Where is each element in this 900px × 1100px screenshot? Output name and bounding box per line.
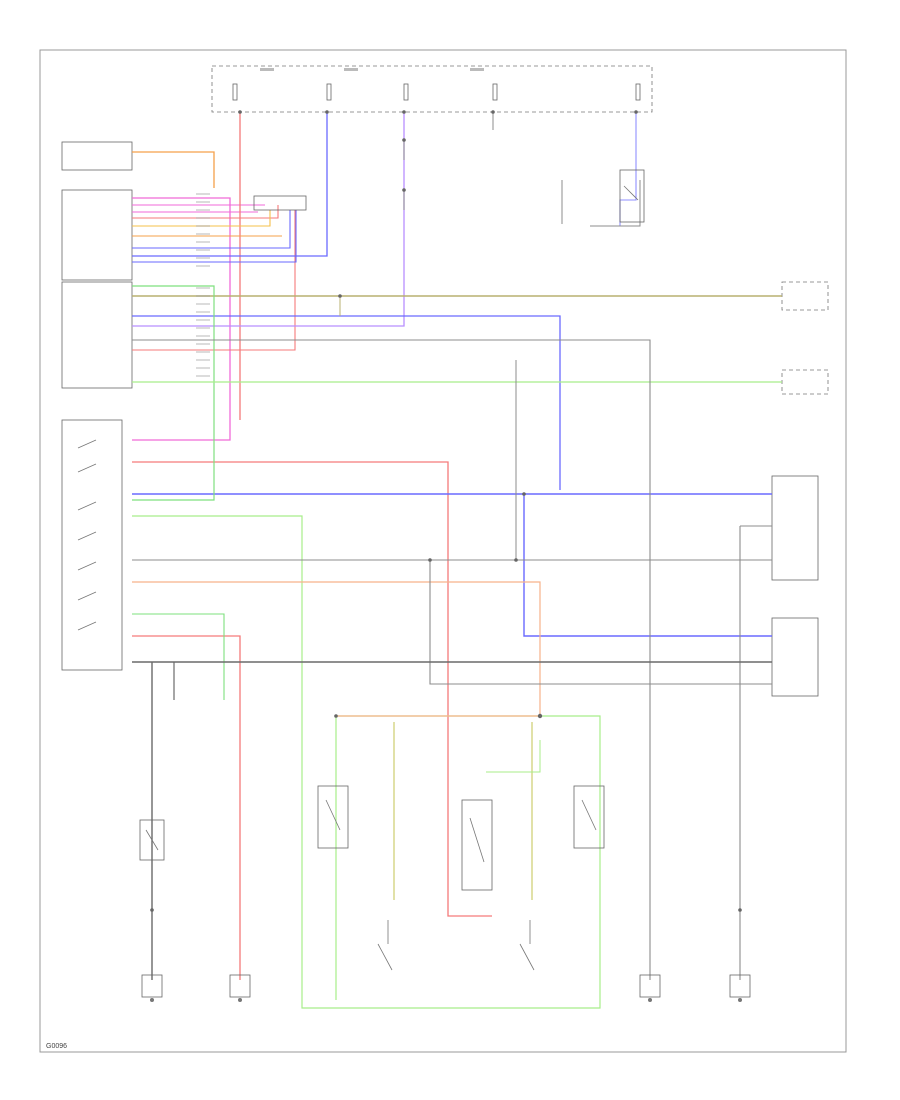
wire-gray-2	[132, 339, 651, 980]
fuse-1	[232, 83, 238, 101]
wire-gray-3	[429, 560, 772, 685]
connector-block-b	[61, 189, 133, 281]
wire-red-lock	[132, 461, 492, 917]
wire-red-mid	[132, 205, 279, 219]
wire-orange	[132, 151, 215, 188]
figure-label: G0096	[46, 1043, 67, 1050]
pin-ticks	[196, 193, 210, 377]
switch-bottom-1	[141, 974, 163, 1002]
wire-blue-3	[132, 210, 297, 263]
fuse-2	[326, 83, 332, 101]
door-switch-1	[377, 920, 393, 971]
wire-blue-lower	[523, 494, 772, 637]
splice-points	[150, 110, 742, 912]
wire-pink-mid	[132, 210, 296, 351]
wire-blue-top	[132, 112, 328, 257]
diagram-border	[39, 49, 847, 1053]
door-switch-2	[519, 920, 535, 971]
door-lock-actuator-3	[573, 785, 605, 849]
wire-blue-long	[132, 315, 561, 490]
relay-switch-right	[619, 169, 645, 223]
right-connector-mid	[781, 369, 829, 395]
door-lock-actuator-2	[461, 799, 493, 891]
module-switch-block	[61, 419, 123, 671]
door-ajar-switch-left	[139, 819, 165, 861]
wire-green-3	[132, 613, 225, 700]
wire-gray-relay	[561, 180, 641, 227]
wire-green-1	[132, 285, 215, 501]
wire-gray-5	[739, 525, 772, 980]
wire-red-pink-lower	[132, 635, 241, 980]
fuse-4	[492, 83, 498, 101]
switch-bottom-2	[229, 974, 251, 1002]
door-lock-actuator-1	[317, 785, 349, 849]
switch-bottom-3	[639, 974, 661, 1002]
wire-pink-1	[132, 197, 231, 441]
switch-bottom-4	[729, 974, 751, 1002]
fuse-box	[211, 65, 653, 113]
connector-block-c	[61, 281, 133, 389]
module-switches	[77, 439, 97, 631]
connector-block-a	[61, 141, 133, 171]
fuse-3	[403, 83, 409, 101]
relay-connector	[253, 195, 307, 211]
wire-lt-blue-right	[619, 112, 637, 226]
right-connector-top	[781, 281, 829, 311]
wire-yellow-1	[132, 210, 271, 227]
wire-salmon	[132, 581, 541, 716]
wire-violet	[132, 112, 405, 327]
right-connector-lower	[771, 617, 819, 697]
right-connector-lock	[771, 475, 819, 581]
wire-blue-2	[132, 210, 291, 249]
fuse-5	[635, 83, 641, 101]
wire-green-4	[486, 740, 541, 773]
